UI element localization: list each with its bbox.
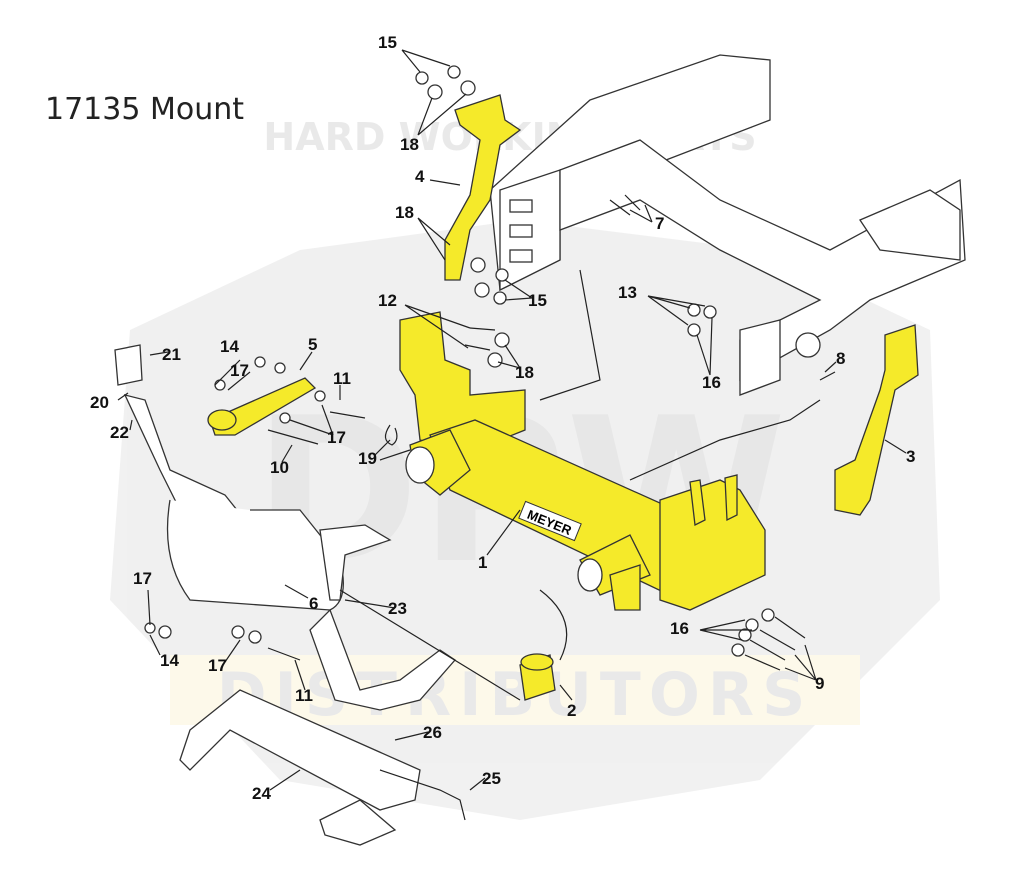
part-2-sleeve [519,653,556,701]
callout-24: 24 [252,784,271,803]
callout-23: 23 [388,599,407,618]
callout-11: 11 [295,686,313,705]
callout-4: 4 [415,167,425,186]
callout-7: 7 [655,214,664,233]
callout-13: 13 [618,283,637,302]
callout-16: 16 [670,619,689,638]
diagram-title: 17135 Mount [45,92,244,127]
callout-18: 18 [515,363,534,382]
part-4-brace [444,94,522,281]
callout-20: 20 [90,393,109,412]
callout-19: 19 [358,449,377,468]
callout-25: 25 [482,769,501,788]
vehicle-frame [489,54,966,396]
callout-11: 11 [333,369,351,388]
callout-8: 8 [836,349,845,368]
callout-21: 21 [162,345,181,364]
callout-17: 17 [208,656,227,675]
part-5-link [207,377,317,436]
hardware [114,65,836,846]
callout-3: 3 [906,447,915,466]
callout-16: 16 [702,373,721,392]
callout-18: 18 [400,135,419,154]
leader-lines [117,49,907,791]
part-3-brace [834,324,919,516]
callout-2: 2 [567,701,576,720]
callout-14: 14 [160,651,179,670]
callouts: 15 18 4 18 15 7 12 18 13 16 8 3 21 20 22… [90,33,915,803]
callout-17: 17 [133,569,152,588]
callout-12: 12 [378,291,397,310]
callout-10: 10 [270,458,289,477]
callout-9: 9 [815,674,824,693]
callout-15: 15 [378,33,397,52]
callout-22: 22 [110,423,129,442]
callout-17: 17 [327,428,346,447]
part-1-crossbar: MEYER [399,311,766,611]
callout-14: 14 [220,337,239,356]
callout-1: 1 [478,553,487,572]
callout-15: 15 [528,291,547,310]
callout-26: 26 [423,723,442,742]
callout-5: 5 [308,335,317,354]
callout-18: 18 [395,203,414,222]
callout-17: 17 [230,361,249,380]
callout-6: 6 [309,594,318,613]
